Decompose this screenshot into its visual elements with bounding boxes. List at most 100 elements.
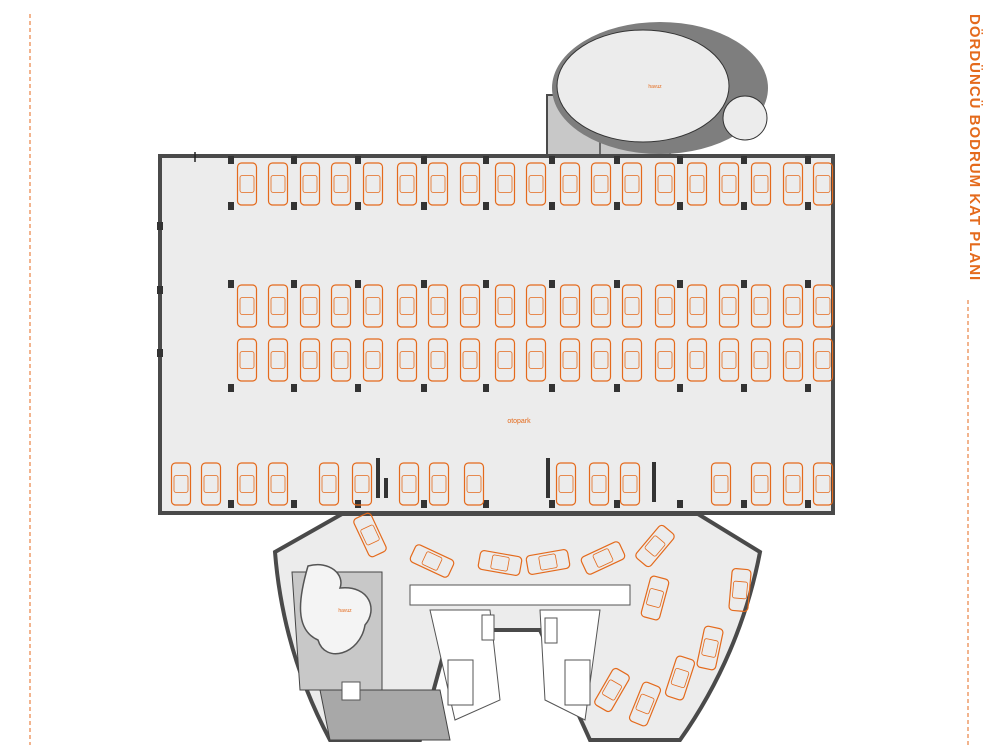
car-symbol bbox=[330, 338, 352, 382]
car-symbol bbox=[718, 284, 740, 328]
column bbox=[614, 202, 620, 210]
column bbox=[549, 384, 555, 392]
car-symbol bbox=[170, 462, 192, 506]
column bbox=[376, 458, 380, 498]
car-symbol bbox=[718, 162, 740, 206]
car-symbol bbox=[427, 338, 449, 382]
column bbox=[157, 286, 163, 294]
car-symbol bbox=[782, 162, 804, 206]
column bbox=[355, 384, 361, 392]
column bbox=[228, 500, 234, 508]
column bbox=[741, 156, 747, 164]
car-symbol bbox=[782, 338, 804, 382]
column bbox=[677, 202, 683, 210]
car-symbol bbox=[812, 162, 834, 206]
column bbox=[291, 280, 297, 288]
column bbox=[549, 156, 555, 164]
column bbox=[228, 280, 234, 288]
car-symbol bbox=[267, 462, 289, 506]
column bbox=[549, 202, 555, 210]
car-symbol bbox=[782, 462, 804, 506]
column bbox=[421, 202, 427, 210]
column bbox=[421, 280, 427, 288]
car-symbol bbox=[200, 462, 222, 506]
car-symbol bbox=[654, 338, 676, 382]
car-symbol bbox=[812, 338, 834, 382]
car-symbol bbox=[750, 162, 772, 206]
car-symbol bbox=[559, 338, 581, 382]
car-symbol bbox=[621, 162, 643, 206]
car-symbol bbox=[619, 462, 641, 506]
car-symbol bbox=[299, 162, 321, 206]
car-symbol bbox=[686, 284, 708, 328]
column bbox=[384, 478, 388, 498]
car-symbol bbox=[409, 544, 455, 578]
car-symbol bbox=[635, 524, 675, 568]
car-symbol bbox=[664, 655, 696, 701]
car-symbol bbox=[299, 284, 321, 328]
column bbox=[677, 500, 683, 508]
car-symbol bbox=[236, 284, 258, 328]
column bbox=[291, 500, 297, 508]
car-symbol bbox=[559, 162, 581, 206]
pool-top-label: havuz bbox=[648, 84, 662, 90]
car-symbol bbox=[318, 462, 340, 506]
column bbox=[355, 280, 361, 288]
car-symbol bbox=[686, 338, 708, 382]
car-symbol bbox=[353, 512, 387, 558]
car-symbol bbox=[427, 284, 449, 328]
car-symbol bbox=[696, 625, 724, 671]
column bbox=[355, 500, 361, 508]
car-symbol bbox=[654, 162, 676, 206]
car-symbol bbox=[330, 284, 352, 328]
car-symbol bbox=[494, 162, 516, 206]
column bbox=[546, 458, 550, 498]
column bbox=[805, 384, 811, 392]
car-symbol bbox=[710, 462, 732, 506]
car-symbol bbox=[559, 284, 581, 328]
structural-columns bbox=[157, 156, 811, 508]
car-symbol bbox=[427, 162, 449, 206]
car-symbol bbox=[428, 462, 450, 506]
column bbox=[614, 500, 620, 508]
car-symbol bbox=[555, 462, 577, 506]
car-symbol bbox=[362, 284, 384, 328]
column bbox=[614, 384, 620, 392]
car-symbol bbox=[267, 284, 289, 328]
column bbox=[483, 500, 489, 508]
column bbox=[483, 202, 489, 210]
column bbox=[805, 500, 811, 508]
car-symbol bbox=[267, 338, 289, 382]
column bbox=[741, 202, 747, 210]
drawing-title: DÖRDÜNCÜ BODRUM KAT PLANI bbox=[966, 14, 983, 282]
car-symbol bbox=[590, 284, 612, 328]
column bbox=[291, 156, 297, 164]
car-symbol bbox=[525, 284, 547, 328]
car-symbol bbox=[728, 567, 752, 613]
column bbox=[677, 384, 683, 392]
column bbox=[355, 156, 361, 164]
car-symbol bbox=[621, 338, 643, 382]
car-symbol bbox=[718, 338, 740, 382]
column bbox=[652, 462, 656, 502]
column bbox=[483, 156, 489, 164]
car-symbol bbox=[396, 284, 418, 328]
car-symbol bbox=[236, 338, 258, 382]
car-symbol bbox=[750, 462, 772, 506]
column bbox=[677, 280, 683, 288]
column bbox=[355, 202, 361, 210]
car-symbol bbox=[628, 681, 662, 727]
column bbox=[805, 156, 811, 164]
column bbox=[614, 280, 620, 288]
column bbox=[741, 384, 747, 392]
car-symbol bbox=[459, 162, 481, 206]
column bbox=[157, 222, 163, 230]
column bbox=[741, 500, 747, 508]
car-symbol bbox=[590, 162, 612, 206]
car-symbol bbox=[654, 284, 676, 328]
column bbox=[549, 280, 555, 288]
pool-left-label: havuz bbox=[338, 608, 352, 614]
car-symbol bbox=[621, 284, 643, 328]
column bbox=[483, 384, 489, 392]
